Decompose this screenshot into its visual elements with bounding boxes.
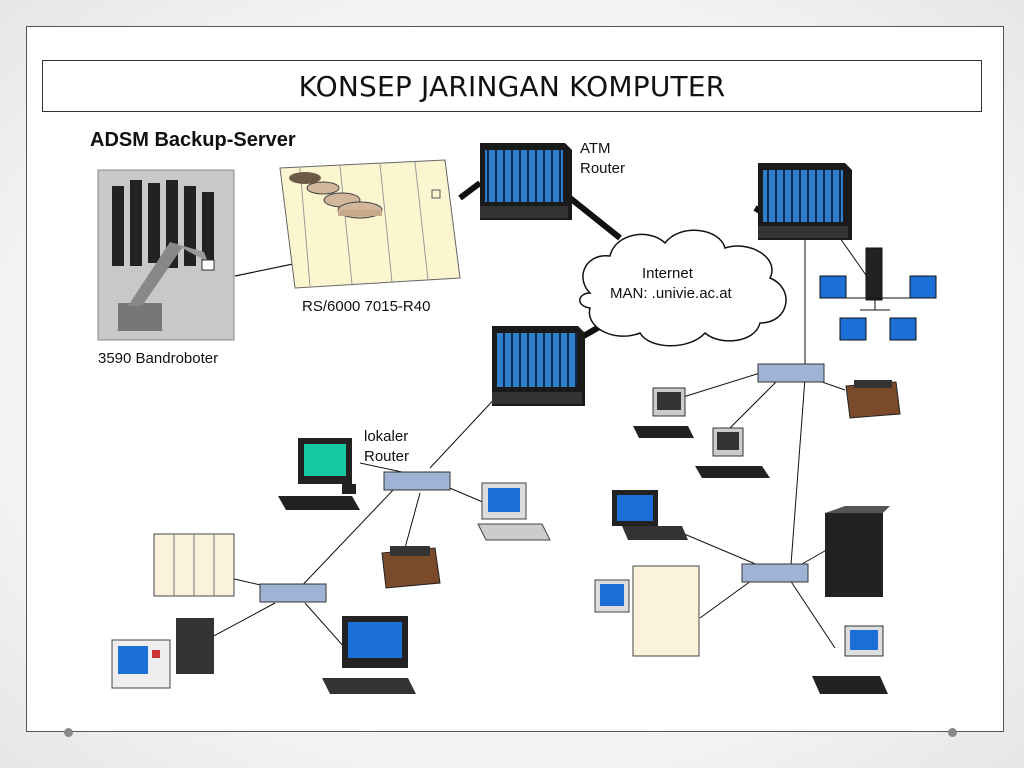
cloud-icon [579, 229, 787, 347]
bottom-left-dot [64, 728, 73, 737]
diagram-heading: ADSM Backup-Server [90, 129, 296, 151]
laptop-icon-right [612, 490, 688, 540]
router-icon-middle [492, 326, 585, 406]
printer-icon-local [381, 546, 441, 589]
workstation-icon-lower-left [111, 639, 171, 689]
mini-network-icon [819, 247, 937, 341]
laptop-icon-lower [322, 616, 416, 694]
hub-icon-local [383, 471, 451, 491]
robot-label: 3590 Bandroboter [98, 350, 218, 367]
atm-router-label-2: Router [580, 160, 625, 177]
internet-label-2: MAN: .univie.ac.at [610, 285, 733, 302]
workstation-icon-blue [477, 482, 551, 541]
local-router-label-2: Router [364, 448, 409, 465]
workstation-icon-right-2 [695, 427, 770, 478]
network-diagram: ADSM Backup-Server 3590 Bandroboter RS/6… [90, 128, 940, 700]
server-rack-icon-small [153, 533, 235, 597]
tower-pc-icon-right [825, 506, 890, 597]
router-icon-top-right [758, 163, 852, 240]
workstation-icon-bottom-right [812, 625, 888, 694]
workstation-icon-beige [594, 565, 700, 657]
hub-icon-right-lower [741, 563, 809, 583]
workstation-icon-green [278, 438, 360, 510]
slide-title: KONSEP JARINGAN KOMPUTER [298, 69, 726, 103]
robot-icon [97, 169, 235, 341]
hub-icon-right-upper [757, 363, 825, 383]
printer-icon-right [845, 380, 901, 419]
server-label: RS/6000 7015-R40 [302, 298, 430, 315]
server-rack-icon [279, 159, 461, 289]
tower-pc-icon-lower-left [176, 618, 214, 674]
title-box: KONSEP JARINGAN KOMPUTER [42, 60, 982, 112]
bottom-right-dot [948, 728, 957, 737]
hub-icon-lower-left [259, 583, 327, 603]
atm-router-label-1: ATM [580, 140, 611, 157]
local-router-label-1: lokaler [364, 428, 408, 445]
atm-router-icon [480, 143, 572, 220]
workstation-icon-right-1 [633, 387, 694, 438]
internet-label-1: Internet [642, 265, 694, 282]
